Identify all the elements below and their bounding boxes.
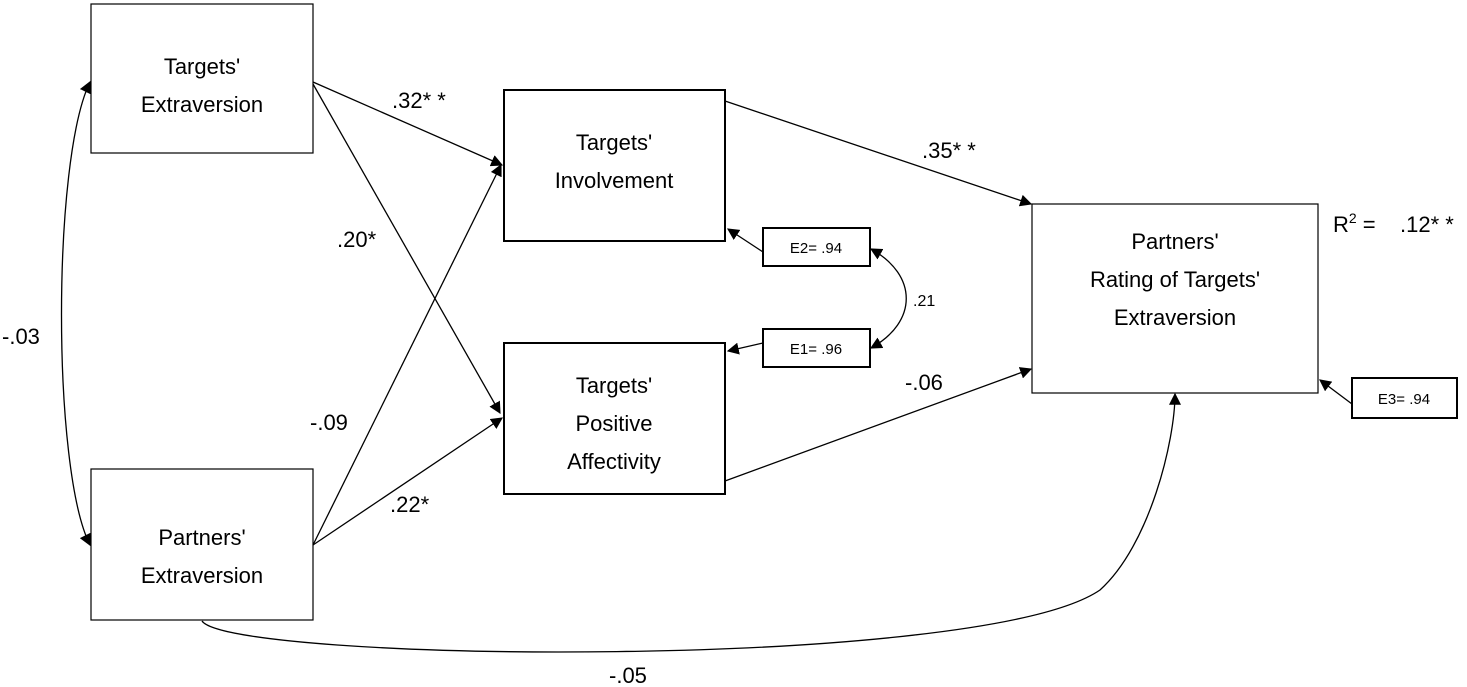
correlation-te-pe [60,80,91,547]
coef-pe-to-pr: -.05 [609,663,647,687]
r-squared-label: R2 = [1333,210,1376,237]
path-tpa-to-pr [724,367,1033,482]
node-label-line: Involvement [555,168,674,193]
path-e1-to-tpa [726,342,764,355]
node-targets-positive-affectivity: Targets' Positive Affectivity [503,342,726,495]
error-label: E1= .96 [790,341,842,358]
coef-te-pe-correlation: -.03 [2,324,40,349]
coef-pe-to-tpa: .22* [390,492,430,517]
path-ti-to-pr [724,100,1033,207]
coef-e1-e2-correlation: .21 [913,293,935,310]
path-te-to-tpa [312,83,501,415]
error-box-e1: E1= .96 [762,328,871,368]
coef-te-to-tpa: .20* [337,227,377,252]
node-label-line: Extraversion [141,563,263,588]
r-squared-equals: = [1357,212,1376,237]
error-label: E3= .94 [1378,391,1430,408]
node-label-line: Extraversion [1114,305,1236,330]
error-box-e3: E3= .94 [1351,377,1458,419]
node-label-line: Targets' [576,130,652,155]
node-partners-rating-of-targets-extraversion: Partners' Rating of Targets' Extraversio… [1031,203,1319,394]
r-squared-value: .12* * [1400,212,1454,237]
coef-tpa-to-pr: -.06 [905,370,943,395]
path-pe-to-ti [312,163,502,546]
node-label-line: Affectivity [567,449,661,474]
path-e2-to-ti [726,228,764,253]
node-label-line: Rating of Targets' [1090,267,1260,292]
node-label-line: Targets' [576,373,652,398]
node-label-line: Positive [575,411,652,436]
path-te-to-ti [312,81,504,167]
coef-ti-to-pr: .35* * [922,138,976,163]
node-label-line: Partners' [158,525,245,550]
node-targets-extraversion: Targets' Extraversion [90,3,314,154]
coef-te-to-ti: .32* * [392,88,446,113]
correlation-e1-e2 [869,248,907,349]
node-label-line: Partners' [1131,229,1218,254]
r-squared-letter: R [1333,212,1349,237]
node-partners-extraversion: Partners' Extraversion [90,468,314,621]
node-label-line: Extraversion [141,92,263,117]
path-pe-to-pr [201,392,1181,653]
r-squared-superscript: 2 [1349,210,1357,226]
path-e3-to-pr [1319,379,1353,405]
error-box-e2: E2= .94 [762,227,871,267]
node-label-line: Targets' [164,54,240,79]
path-pe-to-tpa [312,417,503,546]
coef-pe-to-ti: -.09 [310,410,348,435]
node-targets-involvement: Targets' Involvement [503,89,726,242]
error-label: E2= .94 [790,240,842,257]
